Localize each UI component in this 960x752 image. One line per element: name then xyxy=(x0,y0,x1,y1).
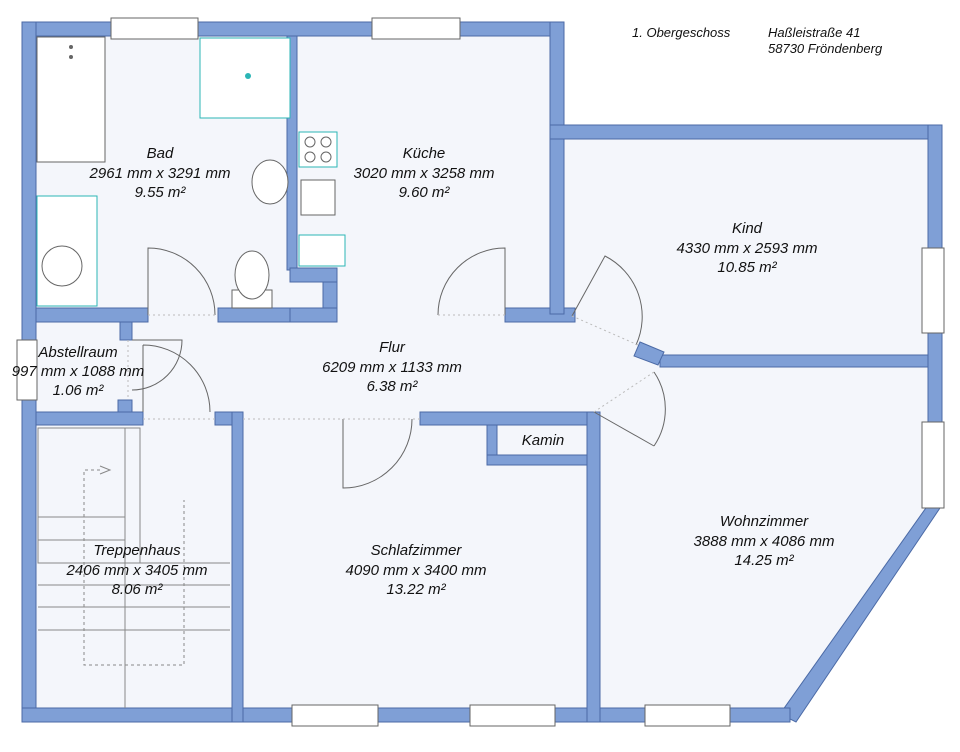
room-name: Abstellraum xyxy=(37,344,117,361)
room-area: 13.22 m² xyxy=(386,581,446,598)
room-abstellraum: Abstellraum 997 mm x 1088 mm 1.06 m² xyxy=(12,344,145,399)
floor-area xyxy=(29,29,935,715)
windows xyxy=(16,17,945,727)
room-dims: 4330 mm x 2593 mm xyxy=(677,240,818,257)
room-name: Bad xyxy=(147,145,174,162)
room-name: Küche xyxy=(403,145,446,162)
room-flur: Flur 6209 mm x 1133 mm 6.38 m² xyxy=(322,339,462,395)
kitchen-sink xyxy=(300,179,336,216)
room-dims: 3888 mm x 4086 mm xyxy=(694,533,835,550)
room-dims: 4090 mm x 3400 mm xyxy=(346,562,487,579)
room-name: Wohnzimmer xyxy=(720,513,809,530)
room-area: 8.06 m² xyxy=(112,581,164,598)
staircase xyxy=(37,427,230,708)
room-area: 9.55 m² xyxy=(135,184,187,201)
room-area: 9.60 m² xyxy=(399,184,451,201)
room-kind: Kind 4330 mm x 2593 mm 10.85 m² xyxy=(677,220,818,276)
room-area: 14.25 m² xyxy=(734,552,794,569)
floor-title: 1. Obergeschoss xyxy=(632,25,731,40)
room-name: Schlafzimmer xyxy=(371,542,463,559)
room-dims: 2406 mm x 3405 mm xyxy=(66,562,208,579)
room-schlafzimmer: Schlafzimmer 4090 mm x 3400 mm 13.22 m² xyxy=(346,542,487,598)
interior-walls xyxy=(35,35,929,723)
room-dims: 997 mm x 1088 mm xyxy=(12,363,145,380)
toilet xyxy=(234,250,270,300)
room-name: Kind xyxy=(732,220,763,237)
room-dims: 3020 mm x 3258 mm xyxy=(354,165,495,182)
room-dims: 6209 mm x 1133 mm xyxy=(322,359,462,376)
sink xyxy=(251,159,289,205)
kitchen-fixtures xyxy=(298,131,346,267)
kamin-label: Kamin xyxy=(522,432,565,449)
room-kueche: Küche 3020 mm x 3258 mm 9.60 m² xyxy=(354,145,495,201)
room-area: 1.06 m² xyxy=(53,382,105,399)
room-area: 6.38 m² xyxy=(367,378,419,395)
room-name: Flur xyxy=(379,339,406,356)
bathroom-fixtures xyxy=(36,36,291,309)
room-dims: 2961 mm x 3291 mm xyxy=(89,165,231,182)
stove xyxy=(298,131,338,168)
room-treppenhaus: Treppenhaus 2406 mm x 3405 mm 8.06 m² xyxy=(66,542,208,598)
fridge xyxy=(298,234,346,267)
room-wohnzimmer: Wohnzimmer 3888 mm x 4086 mm 14.25 m² xyxy=(694,513,835,569)
room-bad: Bad 2961 mm x 3291 mm 9.55 m² xyxy=(89,145,231,201)
room-name: Treppenhaus xyxy=(93,542,181,559)
address-street: Haßleistraße 41 xyxy=(768,25,860,40)
doors[interactable] xyxy=(127,247,666,489)
room-area: 10.85 m² xyxy=(717,259,777,276)
address-city: 58730 Fröndenberg xyxy=(768,41,883,56)
